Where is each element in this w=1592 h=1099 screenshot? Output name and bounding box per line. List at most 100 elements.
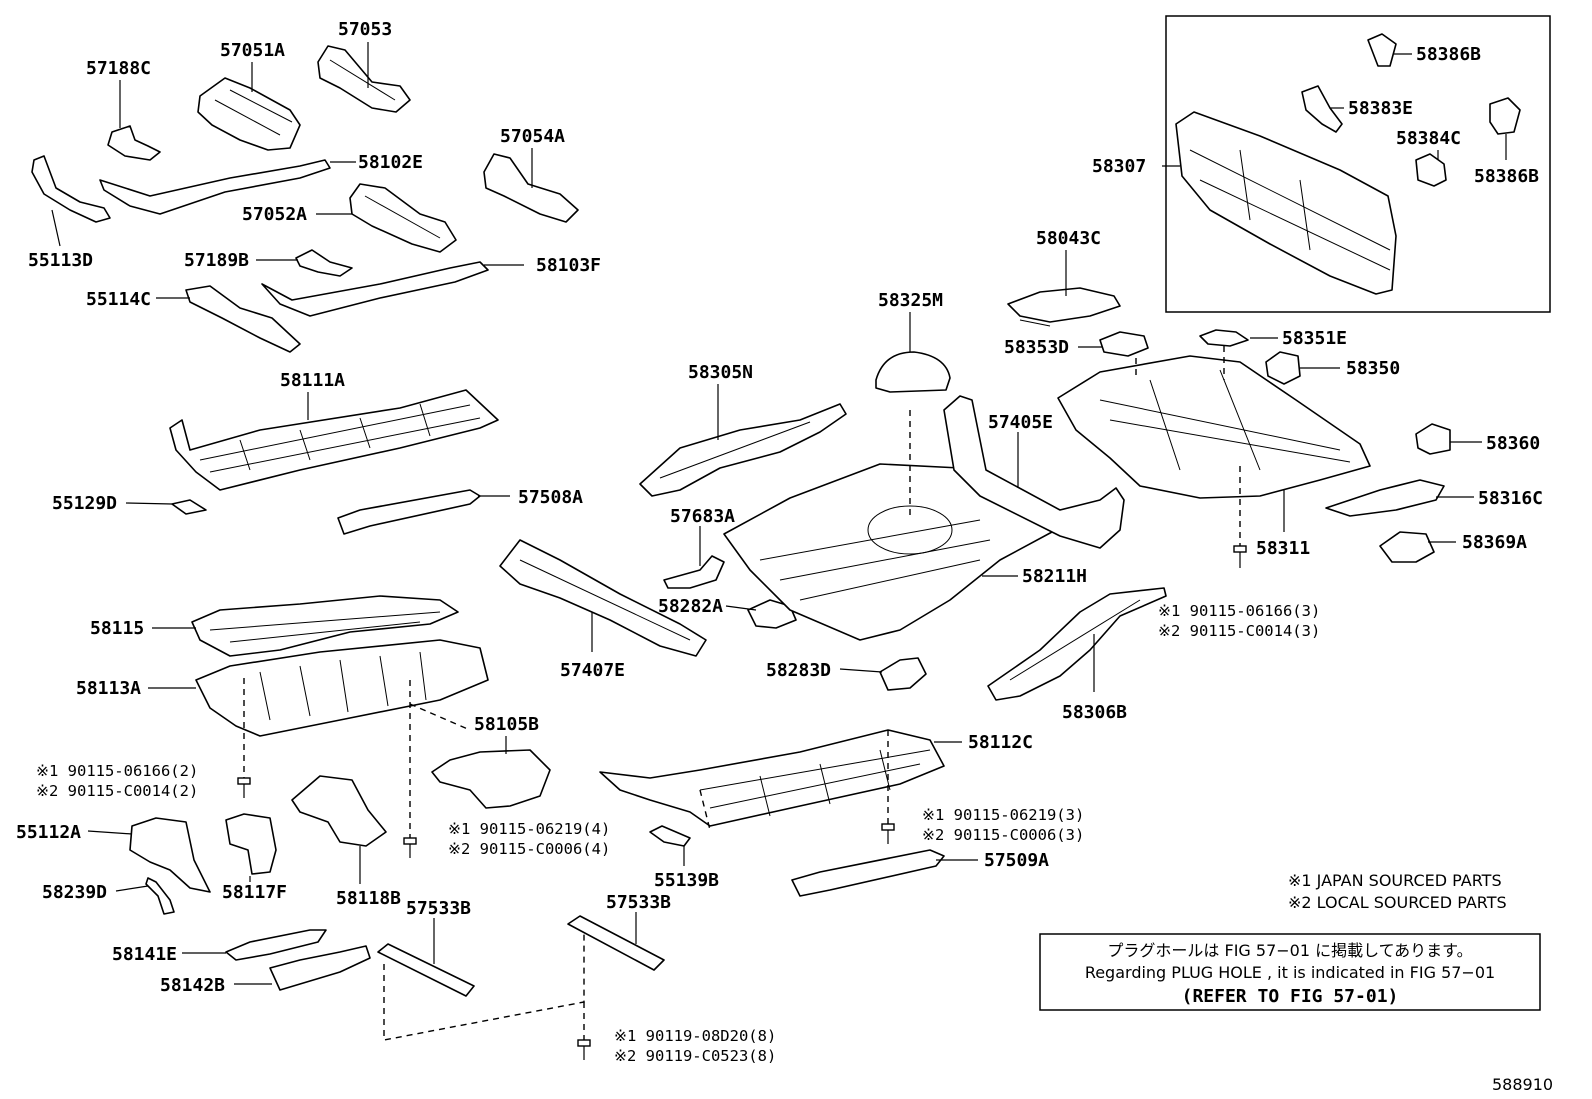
part-58113A[interactable] <box>195 639 489 737</box>
part-55139B[interactable] <box>649 825 691 847</box>
label-58239D[interactable]: 58239D <box>42 882 107 903</box>
part-57683A[interactable] <box>663 555 725 589</box>
part-58102E[interactable] <box>99 159 331 215</box>
label-55129D[interactable]: 55129D <box>52 493 117 514</box>
label-58115[interactable]: 58115 <box>90 618 144 639</box>
bolt-icon[interactable] <box>1233 545 1247 568</box>
part-58325M[interactable] <box>875 351 951 393</box>
label-58311[interactable]: 58311 <box>1256 538 1310 559</box>
label-55114C[interactable]: 55114C <box>86 289 151 310</box>
label-58306B[interactable]: 58306B <box>1062 702 1127 723</box>
label-57405E[interactable]: 57405E <box>988 412 1053 433</box>
label-57054A[interactable]: 57054A <box>500 126 565 147</box>
label-57051A[interactable]: 57051A <box>220 40 285 61</box>
part-58043C[interactable] <box>1007 287 1121 323</box>
part-55114C[interactable] <box>185 285 301 353</box>
label-55113D[interactable]: 55113D <box>28 250 93 271</box>
part-58282A[interactable] <box>747 599 797 629</box>
label-58282A[interactable]: 58282A <box>658 596 723 617</box>
label-58118B[interactable]: 58118B <box>336 888 401 909</box>
part-58142B[interactable] <box>269 945 371 991</box>
part-58384C[interactable] <box>1415 153 1447 187</box>
label-57683A[interactable]: 57683A <box>670 506 735 527</box>
part-57054A[interactable] <box>483 153 579 223</box>
part-58307[interactable] <box>1175 111 1397 295</box>
part-58103F[interactable] <box>261 261 489 317</box>
part-58353D[interactable] <box>1099 331 1149 357</box>
label-58350[interactable]: 58350 <box>1346 358 1400 379</box>
part-55113D[interactable] <box>31 155 111 223</box>
bolt-icon[interactable] <box>577 1039 591 1060</box>
label-58353D[interactable]: 58353D <box>1004 337 1069 358</box>
label-55112A[interactable]: 55112A <box>16 822 81 843</box>
label-58369A[interactable]: 58369A <box>1462 532 1527 553</box>
part-58118B[interactable] <box>291 775 387 847</box>
bolt-icon[interactable] <box>237 777 251 798</box>
part-57053[interactable] <box>317 45 411 113</box>
part-58351E[interactable] <box>1199 329 1249 347</box>
label-58316C[interactable]: 58316C <box>1478 488 1543 509</box>
part-58386B-top[interactable] <box>1367 33 1397 67</box>
part-58112C[interactable] <box>599 729 945 827</box>
part-58306B[interactable] <box>987 587 1167 701</box>
part-57508A[interactable] <box>337 489 481 535</box>
part-58211H[interactable] <box>723 463 1053 641</box>
part-58386B-right[interactable] <box>1489 97 1521 135</box>
part-58350[interactable] <box>1265 351 1301 385</box>
label-58325M[interactable]: 58325M <box>878 290 943 311</box>
part-58239D[interactable] <box>145 877 175 915</box>
part-58111A[interactable] <box>169 389 499 491</box>
part-58369A[interactable] <box>1379 531 1435 563</box>
label-58043C[interactable]: 58043C <box>1036 228 1101 249</box>
label-55139B[interactable]: 55139B <box>654 870 719 891</box>
part-58141E[interactable] <box>225 929 327 961</box>
label-58351E[interactable]: 58351E <box>1282 328 1347 349</box>
part-55129D[interactable] <box>171 499 207 515</box>
label-57407E[interactable]: 57407E <box>560 660 625 681</box>
part-57405E[interactable] <box>943 395 1125 549</box>
part-57509A[interactable] <box>791 849 945 897</box>
part-58311[interactable] <box>1057 355 1371 499</box>
label-58307[interactable]: 58307 <box>1092 156 1146 177</box>
bolt-icon[interactable] <box>881 823 895 844</box>
label-58283D[interactable]: 58283D <box>766 660 831 681</box>
label-57533B-1[interactable]: 57533B <box>406 898 471 919</box>
part-57189B[interactable] <box>295 249 353 277</box>
label-58142B[interactable]: 58142B <box>160 975 225 996</box>
label-57188C[interactable]: 57188C <box>86 58 151 79</box>
label-58102E[interactable]: 58102E <box>358 152 423 173</box>
part-58383E[interactable] <box>1301 85 1343 133</box>
part-58316C[interactable] <box>1325 479 1445 517</box>
label-58113A[interactable]: 58113A <box>76 678 141 699</box>
label-58141E[interactable]: 58141E <box>112 944 177 965</box>
label-58386B-2[interactable]: 58386B <box>1474 166 1539 187</box>
label-57052A[interactable]: 57052A <box>242 204 307 225</box>
part-57051A[interactable] <box>197 77 301 151</box>
part-58360[interactable] <box>1415 423 1451 455</box>
label-58360[interactable]: 58360 <box>1486 433 1540 454</box>
label-58384C[interactable]: 58384C <box>1396 128 1461 149</box>
label-58103F[interactable]: 58103F <box>536 255 601 276</box>
label-57509A[interactable]: 57509A <box>984 850 1049 871</box>
label-57189B[interactable]: 57189B <box>184 250 249 271</box>
part-57052A[interactable] <box>349 183 457 253</box>
part-57407E[interactable] <box>499 539 707 657</box>
label-58112C[interactable]: 58112C <box>968 732 1033 753</box>
label-57533B-2[interactable]: 57533B <box>606 892 671 913</box>
part-57533B-right[interactable] <box>567 915 665 971</box>
label-57053[interactable]: 57053 <box>338 19 392 40</box>
label-58305N[interactable]: 58305N <box>688 362 753 383</box>
label-57508A[interactable]: 57508A <box>518 487 583 508</box>
label-58111A[interactable]: 58111A <box>280 370 345 391</box>
label-58383E[interactable]: 58383E <box>1348 98 1413 119</box>
label-58105B[interactable]: 58105B <box>474 714 539 735</box>
label-58117F[interactable]: 58117F <box>222 882 287 903</box>
part-55112A[interactable] <box>129 817 211 893</box>
part-58283D[interactable] <box>879 657 927 691</box>
part-58117F[interactable] <box>225 813 277 875</box>
part-58105B[interactable] <box>431 749 551 809</box>
part-58115[interactable] <box>191 595 459 657</box>
part-57533B-left[interactable] <box>377 943 475 997</box>
part-57188C[interactable] <box>107 125 161 161</box>
label-58211H[interactable]: 58211H <box>1022 566 1087 587</box>
